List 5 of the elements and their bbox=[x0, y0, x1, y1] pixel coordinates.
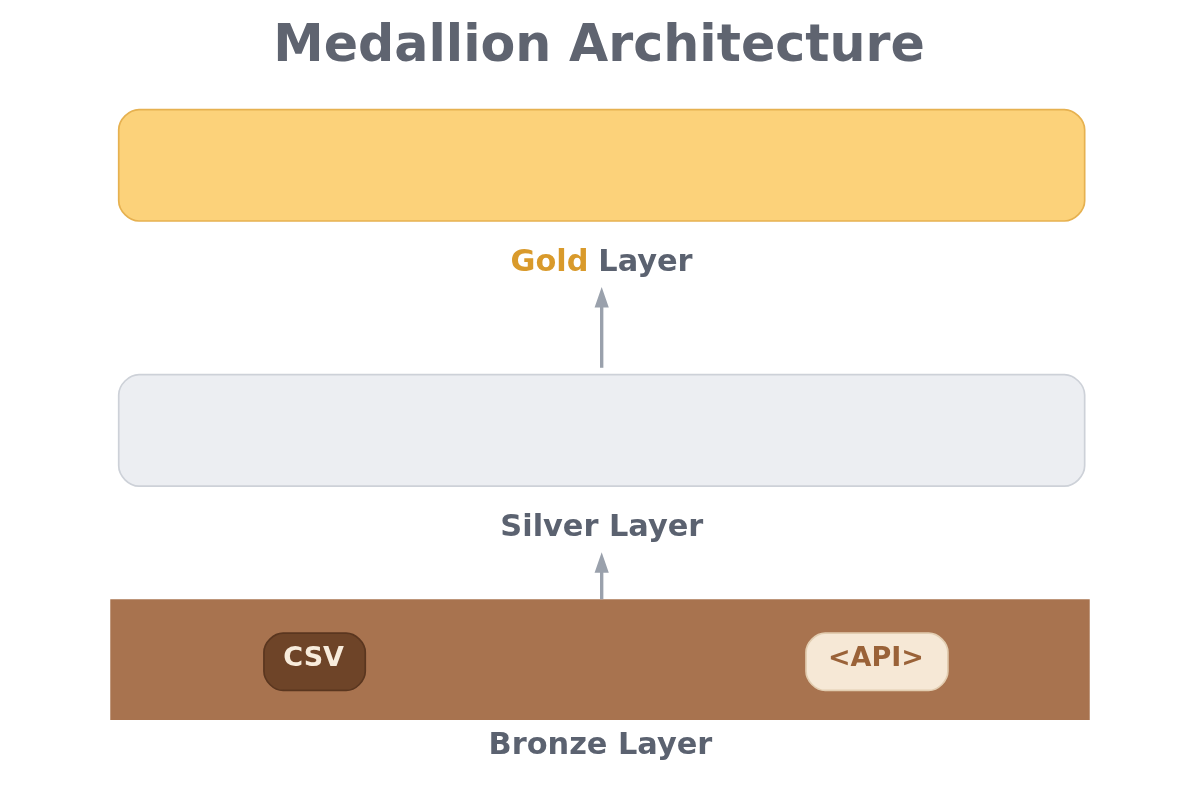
node-label: Gold Layer bbox=[510, 242, 693, 278]
arrow bbox=[594, 552, 609, 600]
arrow bbox=[594, 287, 609, 368]
node-label: Silver Layer bbox=[500, 507, 704, 543]
diagram-title: Medallion Architecture bbox=[273, 13, 925, 73]
